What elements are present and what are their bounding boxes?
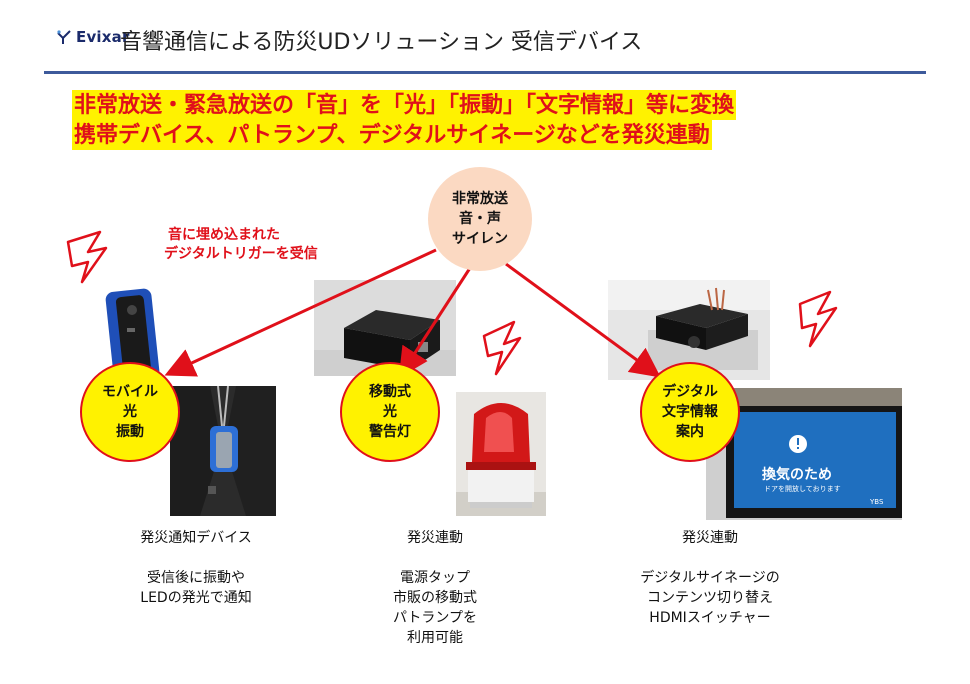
device-label-line: 光 [383,404,397,420]
lightning-icon [798,290,838,348]
arrow-to-warning-light [398,267,472,379]
caption-line: 利用可能 [407,630,463,646]
device-label-line: デジタル [662,384,718,400]
arrow-to-signage [505,262,661,378]
source-line: 非常放送 [452,191,508,207]
caption-line: デジタルサイネージの [640,570,780,586]
device-label-line: 警告灯 [369,424,411,440]
warning-light-photo [456,392,546,516]
source-line: 音・声 [459,211,501,227]
arrow-to-mobile [164,248,437,377]
worn-device-photo [170,386,276,516]
broadcast-source-node: 非常放送 音・声 サイレン [428,167,532,271]
signage-corner-mark: YBS [870,498,884,506]
device-node-mobile: モバイル 光 振動 [80,362,180,462]
device-label-line: 移動式 [369,384,411,400]
caption-title: 発災連動 [407,530,463,546]
caption-line: 市販の移動式 [393,590,477,606]
page-title: 音響通信による防災UDソリューション 受信デバイス [120,30,643,55]
caption-line: パトランプを [393,610,477,626]
title-divider [44,71,926,74]
device-label-line: 振動 [116,424,144,440]
caption-title: 発災通知デバイス [140,530,252,546]
headline-line-2: 携帯デバイス、パトランプ、デジタルサイネージなどを発災連動 [72,120,712,150]
device-label-line: 文字情報 [662,404,718,420]
caption-title: 発災連動 [682,530,738,546]
signage-alert-text: 換気のため [762,467,832,483]
lightning-icon [66,230,108,284]
source-line: サイレン [452,231,508,247]
headline-line-1: 非常放送・緊急放送の「音」を「光」「振動」「文字情報」等に変換 [72,90,737,120]
caption-line: 受信後に振動や [147,570,245,586]
brand-name: Evixar [76,28,130,46]
device-node-warning-light: 移動式 光 警告灯 [340,362,440,462]
caption-line: LEDの発光で通知 [140,590,252,606]
caption-line: HDMIスイッチャー [649,610,771,626]
device-label-line: 光 [123,404,137,420]
trigger-note-line: デジタルトリガーを受信 [164,246,318,262]
caption-line: 電源タップ [400,570,470,586]
brand-logo: Evixar [56,28,130,46]
trigger-note-line: 音に埋め込まれた [168,227,280,243]
device-caption-mobile: 発災通知デバイス 受信後に振動や LEDの発光で通知 [96,528,296,608]
caption-line: コンテンツ切り替え [647,590,773,606]
device-label-line: 案内 [676,424,704,440]
device-caption-signage: 発災連動 デジタルサイネージの コンテンツ切り替え HDMIスイッチャー [600,528,820,628]
lightning-icon [482,320,522,376]
trigger-note: 音に埋め込まれた デジタルトリガーを受信 [164,226,318,264]
evixar-logo-icon [57,30,71,44]
device-caption-warning-light: 発災連動 電源タップ 市販の移動式 パトランプを 利用可能 [340,528,530,648]
device-label-line: モバイル [102,384,158,400]
signage-sub-text: ドアを開放しております [764,485,841,493]
device-node-signage: デジタル 文字情報 案内 [640,362,740,462]
digital-signage-photo [706,388,902,520]
